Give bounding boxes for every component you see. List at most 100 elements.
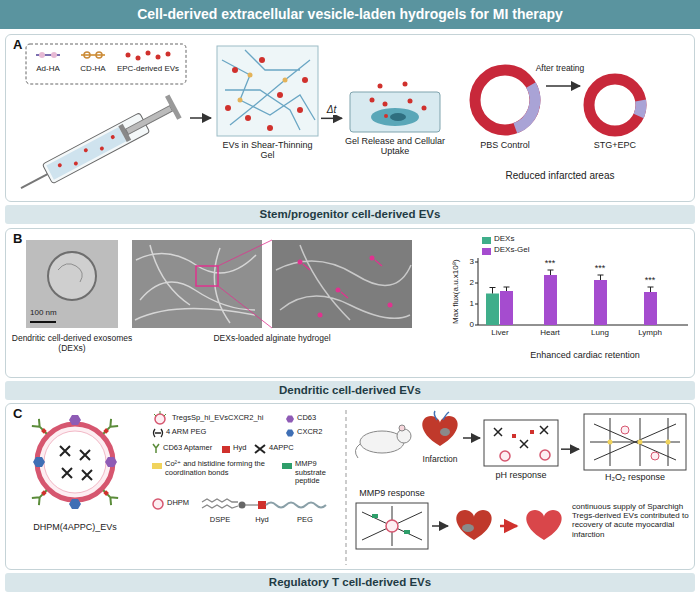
divider-line: [346, 410, 347, 565]
category-band: Regulatory T cell-derived EVs: [5, 573, 695, 592]
component-label: EPC-derived EVs: [117, 64, 179, 73]
lipid-molecule: [202, 499, 238, 502]
sem-image: [298, 260, 303, 265]
legend-label: CD63 Aptamer: [163, 444, 212, 453]
mouse-model: [422, 416, 457, 446]
lipid-molecule: [202, 505, 238, 508]
component-label: Ad-HA: [36, 64, 60, 73]
flow-arrow: [463, 437, 480, 439]
molecule-part-label: DSPE: [210, 516, 230, 525]
heart-recovery: [456, 510, 561, 540]
heart-section: [475, 70, 535, 130]
hydrogel-network: [283, 78, 288, 83]
band-title: Stem/progenitor cell-derived EVs: [5, 205, 695, 224]
hydrogel-network: [277, 92, 283, 98]
cell-uptake: [378, 84, 383, 89]
category-band: Dendritic cell-derived EVs: [5, 381, 695, 400]
group-label: STG+EPC: [594, 140, 636, 150]
legend-label: DEXs: [494, 234, 514, 243]
sem-image: [218, 286, 272, 328]
component-callout: [84, 52, 90, 58]
mouse-model: [355, 411, 457, 458]
ev-nanoparticle: [100, 487, 118, 505]
response-illustration: [372, 514, 378, 518]
outcome-note: continuous supply of Sparchigh Tregs-der…: [572, 502, 694, 539]
cell-uptake: [370, 98, 375, 103]
legend-icon: [154, 429, 163, 437]
hydrogel-network: [302, 77, 308, 83]
cell-uptake: [383, 102, 388, 107]
legend-label: Hyd: [233, 444, 246, 453]
cell-uptake: [371, 108, 419, 126]
cell-uptake: [350, 82, 440, 133]
heart-section: [475, 70, 641, 131]
cell-uptake: [422, 106, 427, 111]
group-label: PBS Control: [480, 140, 530, 150]
flow-arrow: [463, 438, 480, 439]
legend-label: CD63: [297, 414, 316, 423]
ev-nanoparticle: [100, 419, 118, 437]
ev-nanoparticle: [69, 499, 81, 509]
panel-letter: C: [13, 406, 687, 421]
response-illustration: [651, 452, 659, 460]
box-label: MMP9 response: [352, 488, 432, 498]
sem-image: [303, 260, 382, 298]
mouse-model: [422, 411, 457, 446]
category-label: Lymph: [638, 328, 662, 337]
box-label: EVs in Shear-Thinning Gel: [215, 140, 320, 161]
sem-image: [272, 240, 412, 328]
hydrogel-network: [217, 46, 318, 136]
component-callout: [26, 44, 186, 84]
tem-image: [30, 321, 56, 323]
response-illustration: [584, 414, 686, 470]
divider-line: [346, 410, 347, 565]
panel-letter: B: [13, 231, 687, 246]
legend-label: CXCR2: [297, 428, 322, 437]
legend-label: TregsSp_hi_EVsCXCR2_hi: [172, 414, 263, 423]
cell-uptake: [408, 99, 413, 104]
chart-caption: Enhanced cardiac retention: [530, 350, 640, 360]
ev-nanoparticle: [33, 457, 45, 467]
legend-label: 4APPC: [269, 444, 294, 453]
heart-section: [589, 79, 641, 131]
legend-icon: [153, 499, 163, 509]
box-label: pH response: [482, 470, 560, 480]
response-illustration: [362, 506, 422, 546]
tem-image: [58, 264, 82, 282]
hydrogel-network: [232, 67, 238, 73]
sem-image: [388, 303, 393, 308]
hydrogel-network: [225, 105, 231, 111]
particle-label: DHPM(4APPC)_EVs: [33, 522, 117, 532]
legend-label: Co²⁺ and histidine forming the coordinat…: [165, 460, 277, 477]
hydrogel-network: [222, 50, 315, 130]
component-callout: [156, 55, 161, 60]
bar-chart: [478, 258, 479, 325]
title-band: Cell-derived extracellular vesicle-laden…: [0, 0, 700, 29]
response-illustration: [590, 418, 680, 466]
legend-label: DHPM: [167, 499, 189, 508]
sem-image: [132, 240, 412, 328]
component-callout: [26, 44, 186, 84]
band-title: Dendritic cell-derived EVs: [5, 381, 695, 400]
syringe: [15, 94, 182, 199]
ev-nanoparticle: [60, 446, 92, 480]
legend-label: 4 ARM PEG: [166, 428, 206, 437]
ev-nanoparticle: [32, 415, 118, 509]
ev-nanoparticle: [37, 424, 113, 500]
band-title: Regulatory T cell-derived EVs: [5, 573, 695, 592]
syringe: [99, 146, 104, 151]
legend-swatch: [482, 237, 491, 244]
axis-tick: 2: [470, 278, 474, 287]
heart-section: [515, 85, 535, 128]
flow-arrow: [546, 86, 580, 87]
sem-image: [318, 313, 323, 318]
flow-connector: [321, 118, 342, 120]
component-callout: [146, 51, 151, 56]
ev-nanoparticle: [69, 415, 81, 425]
legend-swatch: [152, 463, 162, 469]
hydrogel-network: [238, 98, 243, 103]
response-illustration: [500, 451, 510, 461]
bar-chart: [594, 280, 607, 325]
response-illustration: [621, 426, 629, 434]
ev-nanoparticle: [41, 490, 47, 496]
